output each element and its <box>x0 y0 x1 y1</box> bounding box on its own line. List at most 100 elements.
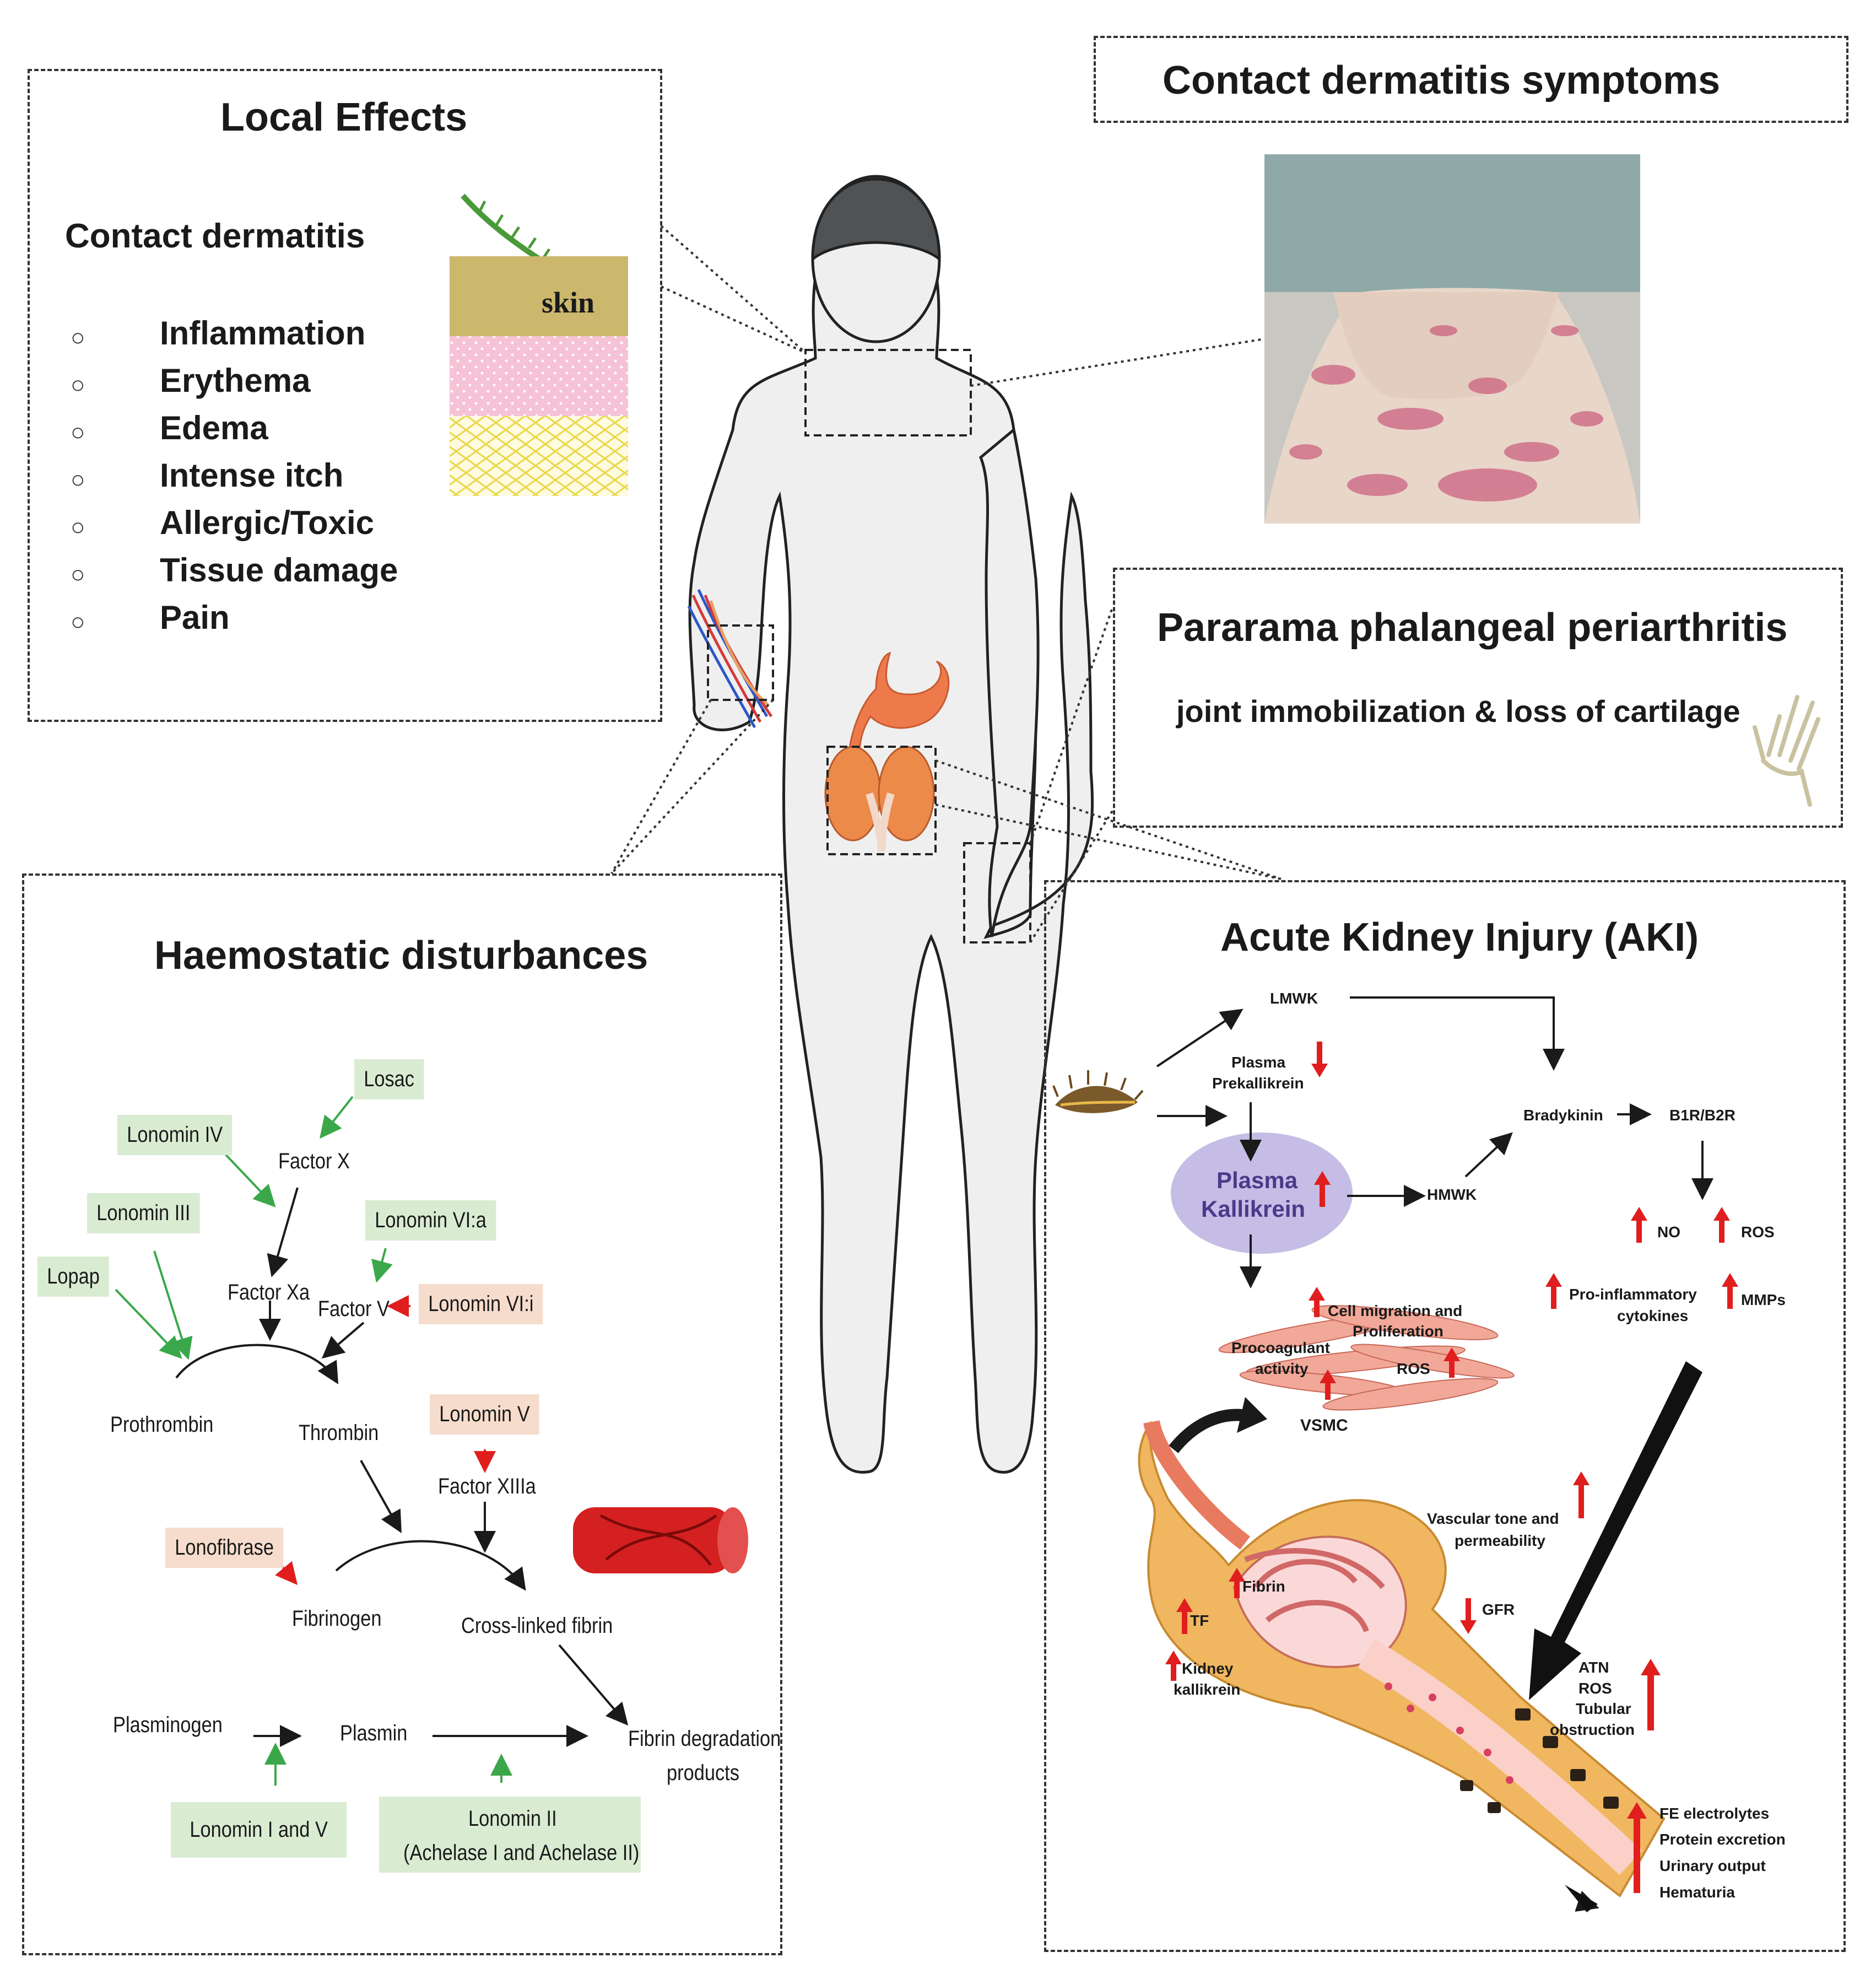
vsmc-label: VSMC <box>1300 1416 1348 1435</box>
list-item: Pain <box>160 599 230 636</box>
lonofibrase-label: Lonofibrase <box>165 1528 284 1568</box>
cell-migration-line1: Cell migration and <box>1328 1302 1463 1319</box>
factor-v-node: Factor V <box>318 1297 390 1321</box>
lonomin-i-v-label: Lonomin I and V <box>171 1802 347 1858</box>
list-item: Inflammation <box>160 315 366 352</box>
list-bullet: ○ <box>71 419 85 446</box>
list-bullet: ○ <box>71 608 85 635</box>
vascular-tone-line1: Vascular tone and <box>1427 1510 1559 1527</box>
list-bullet: ○ <box>71 466 85 493</box>
nephron-pictogram <box>1138 1420 1666 1897</box>
lonomin-ii-label <box>379 1797 641 1873</box>
haemostatic-title: Haemostatic disturbances <box>154 934 648 978</box>
urinary-output-node: Urinary output <box>1659 1857 1766 1874</box>
fibrinogen-node: Fibrinogen <box>292 1606 382 1631</box>
contact-dermatitis-symptoms-title: Contact dermatitis symptoms <box>1163 58 1721 103</box>
tubular-obstruction-line2: obstruction <box>1550 1721 1635 1738</box>
atn-node: ATN <box>1578 1659 1609 1676</box>
procoagulant-line2: activity <box>1255 1360 1309 1377</box>
list-item: Erythema <box>160 362 311 399</box>
fe-electrolytes-node: FE electrolytes <box>1659 1805 1770 1822</box>
red-indicator-arrows <box>1165 1042 1738 1893</box>
fdp-node-line1: Fibrin degradation <box>628 1727 781 1751</box>
plasmin-node: Plasmin <box>340 1721 408 1745</box>
list-bullet: ○ <box>71 514 85 541</box>
list-item: Intense itch <box>160 457 344 494</box>
lonomin-vii-label: Lonomin VI:i <box>419 1284 543 1324</box>
thrombin-node: Thrombin <box>299 1421 379 1445</box>
aki-panel <box>1044 880 1846 1952</box>
body-highlight-boxes <box>707 349 1031 943</box>
list-item: Tissue damage <box>160 552 398 589</box>
ros-node: ROS <box>1741 1223 1775 1241</box>
hematuria-node: Hematuria <box>1659 1884 1735 1901</box>
plasma-prekallikrein-line2: Prekallikrein <box>1212 1075 1304 1092</box>
local-effects-title: Local Effects <box>220 95 468 139</box>
connector-lines <box>610 225 1282 943</box>
list-bullet: ○ <box>71 371 85 398</box>
plasminogen-node: Plasminogen <box>113 1713 223 1737</box>
cell-migration-line2: Proliferation <box>1353 1323 1444 1340</box>
contact-dermatitis-title-panel <box>1094 36 1848 123</box>
vascular-tone-line2: permeability <box>1455 1532 1545 1549</box>
hand-skeleton-pictogram <box>1753 695 1820 807</box>
tf-node: TF <box>1190 1612 1209 1629</box>
list-item: Allergic/Toxic <box>160 504 375 541</box>
haemostatic-arrows <box>115 1096 629 1786</box>
kidney-kallikrein-line2: kallikrein <box>1174 1681 1241 1698</box>
proinflammatory-line2: cytokines <box>1617 1307 1689 1324</box>
lonomin-ii-line1: Lonomin II <box>468 1807 557 1831</box>
skin-layers-pictogram <box>450 256 628 496</box>
crosslinked-fibrin-node: Cross-linked fibrin <box>461 1614 613 1638</box>
list-bullet: ○ <box>71 561 85 588</box>
no-node: NO <box>1657 1223 1680 1241</box>
aki-title: Acute Kidney Injury (AKI) <box>1220 915 1699 959</box>
skin-label: skin <box>542 286 595 319</box>
ros-vsmc-node: ROS <box>1397 1360 1430 1377</box>
ros-tubular-node: ROS <box>1578 1680 1612 1697</box>
plasma-kallikrein-line1: Plasma <box>1217 1167 1298 1193</box>
factor-xa-node: Factor Xa <box>228 1280 310 1304</box>
hmwk-node: HMWK <box>1427 1186 1477 1203</box>
lonomin-via-label: Lonomin VI:a <box>365 1200 496 1241</box>
human-body-silhouette <box>688 175 1094 1474</box>
plasma-kallikrein-line2: Kallikrein <box>1201 1196 1306 1222</box>
haemostatic-panel <box>22 873 782 1955</box>
lonomin-v-label: Lonomin V <box>430 1394 539 1435</box>
lonomin-ii-line2: (Achelase I and Achelase II) <box>403 1841 640 1865</box>
prothrombin-node: Prothrombin <box>110 1412 214 1437</box>
tubular-obstruction-line1: Tubular <box>1576 1700 1631 1717</box>
contact-dermatitis-subtitle: Contact dermatitis <box>65 217 365 255</box>
list-bullet: ○ <box>71 324 85 351</box>
aki-graphics <box>1052 996 1713 1912</box>
plasma-prekallikrein-line1: Plasma <box>1231 1054 1286 1071</box>
b1r-b2r-node: B1R/B2R <box>1669 1107 1736 1124</box>
lonomin-iii-label: Lonomin III <box>87 1193 200 1233</box>
contact-dermatitis-photo <box>1264 154 1640 524</box>
mmps-node: MMPs <box>1741 1291 1786 1308</box>
factor-x-node: Factor X <box>278 1149 350 1173</box>
lopap-label: Lopap <box>37 1257 110 1297</box>
caterpillar-pictogram <box>1052 1070 1144 1113</box>
list-item: Edema <box>160 409 268 446</box>
procoagulant-line1: Procoagulant <box>1231 1339 1330 1356</box>
organs-pictogram <box>824 651 950 852</box>
fibrin-clot-pictogram <box>573 1507 748 1573</box>
proinflammatory-line1: Pro-inflammatory <box>1569 1286 1697 1303</box>
periarthritis-title: Pararama phalangeal periarthritis <box>1157 606 1788 650</box>
local-effects-panel <box>28 69 662 722</box>
arm-veins-pictogram <box>687 589 773 729</box>
lonomin-iv-label: Lonomin IV <box>117 1115 233 1155</box>
gfr-node: GFR <box>1482 1601 1515 1618</box>
fdp-node-line2: products <box>667 1761 739 1785</box>
periarthritis-description: joint immobilization & loss of cartilage <box>1176 694 1740 729</box>
protein-excretion-node: Protein excretion <box>1659 1831 1786 1848</box>
factor-xiiia-node: Factor XIIIa <box>438 1474 536 1498</box>
lmwk-node: LMWK <box>1270 990 1318 1007</box>
periarthritis-panel <box>1113 568 1843 828</box>
bradykinin-node: Bradykinin <box>1523 1107 1603 1124</box>
kidney-kallikrein-line1: Kidney <box>1182 1660 1234 1677</box>
fibrin-node: Fibrin <box>1242 1578 1285 1595</box>
losac-label: Losac <box>354 1059 424 1099</box>
